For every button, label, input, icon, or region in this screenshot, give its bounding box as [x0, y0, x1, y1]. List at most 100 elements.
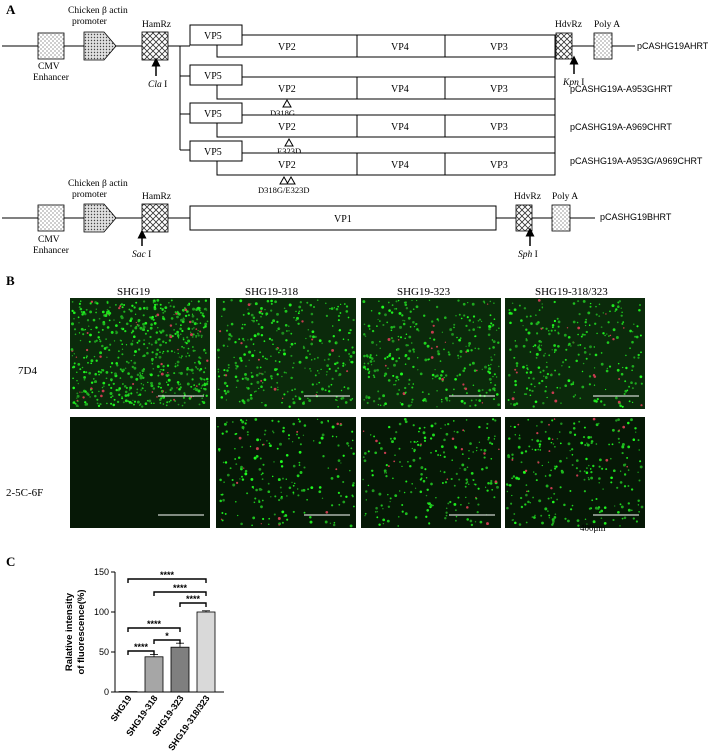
- cell-dot: [407, 460, 409, 463]
- cell-dot: [376, 325, 378, 327]
- cell-dot: [243, 353, 246, 356]
- cell-dot: [234, 341, 237, 344]
- cell-dot: [362, 456, 365, 459]
- cell-dot: [286, 495, 288, 497]
- cell-dot: [128, 389, 131, 391]
- cell-dot: [261, 312, 264, 315]
- cell-dot: [96, 398, 99, 401]
- cell-dot: [624, 389, 628, 393]
- cell-dot: [117, 356, 120, 359]
- cell-dot: [415, 305, 419, 309]
- cell-dot: [474, 347, 476, 349]
- cell-dot: [252, 343, 255, 345]
- cell-dot: [342, 454, 345, 457]
- cell-dot: [100, 394, 103, 398]
- cell-dot: [339, 312, 342, 314]
- cell-dot: [187, 327, 191, 331]
- cell-dot: [248, 359, 250, 361]
- micrograph-background: [216, 417, 356, 528]
- cell-dot: [206, 380, 209, 383]
- cell-dot: [174, 392, 176, 394]
- cell-dot: [139, 376, 143, 380]
- cell-dot: [434, 375, 437, 378]
- cell-dot: [79, 307, 83, 311]
- cell-dot: [204, 352, 207, 354]
- cell-dot: [81, 313, 84, 316]
- cell-dot: [124, 367, 127, 370]
- cell-dot: [343, 386, 346, 388]
- cell-dot: [237, 456, 241, 460]
- cell-dot: [435, 305, 439, 309]
- cell-dot: [112, 403, 116, 407]
- cell-dot: [619, 525, 621, 527]
- cell-dot: [407, 404, 411, 408]
- cell-dot: [554, 329, 556, 332]
- cell-dot: [525, 493, 528, 497]
- cell-dot: [520, 461, 523, 464]
- cell-dot: [350, 360, 354, 364]
- cell-dot: [318, 372, 320, 374]
- cell-dot: [528, 389, 531, 392]
- cell-dot: [431, 320, 434, 323]
- cell-dot: [598, 422, 600, 425]
- cell-dot: [146, 347, 149, 349]
- cell-dot: [524, 450, 528, 453]
- cell-dot: [396, 392, 400, 396]
- cell-dot: [550, 441, 553, 444]
- cell-dot: [191, 327, 194, 330]
- cell-dot: [415, 441, 417, 443]
- cell-dot: [441, 481, 444, 485]
- cell-dot: [245, 365, 247, 367]
- cell-dot: [150, 357, 154, 361]
- cell-dot: [447, 351, 450, 354]
- cell-dot: [473, 369, 477, 372]
- cell-dot: [157, 327, 159, 329]
- cell-dot: [584, 518, 587, 520]
- cell-dot: [486, 422, 489, 425]
- cell-dot: [118, 393, 121, 396]
- cell-dot: [623, 473, 627, 476]
- cell-dot: [108, 319, 111, 322]
- cell-dot: [640, 404, 643, 407]
- cell-dot: [105, 377, 108, 380]
- cell-dot: [584, 324, 587, 327]
- cell-dot: [390, 329, 393, 332]
- cell-dot: [302, 346, 306, 350]
- cell-dot: [588, 507, 592, 510]
- cell-dot: [76, 397, 78, 399]
- cell-dot: [554, 369, 557, 372]
- cell-dot: [584, 347, 586, 349]
- cell-dot: [121, 396, 123, 398]
- cell-dot: [125, 344, 128, 346]
- cell-dot: [118, 350, 120, 353]
- cell-dot: [373, 435, 376, 438]
- cell-dot: [545, 375, 548, 379]
- cell-dot: [252, 316, 256, 319]
- cell-dot: [338, 503, 341, 506]
- cell-dot: [320, 368, 322, 371]
- cell-dot: [593, 346, 596, 348]
- cell-dot: [181, 308, 185, 312]
- cell-dot: [186, 310, 189, 313]
- significance-label: ****: [160, 570, 175, 580]
- cell-dot: [194, 362, 196, 364]
- cell-dot: [327, 467, 330, 469]
- cell-dot: [267, 490, 271, 494]
- cell-dot: [263, 340, 266, 343]
- cell-dot: [508, 373, 511, 377]
- cell-dot: [161, 329, 165, 333]
- cell-dot: [410, 441, 412, 443]
- cell-dot: [419, 490, 423, 494]
- cell-dot: [197, 389, 201, 393]
- cell-dot: [365, 396, 368, 399]
- cell-dot: [182, 338, 185, 341]
- cell-dot: [217, 426, 219, 428]
- micrograph-grid: [70, 298, 645, 528]
- cell-dot: [201, 397, 204, 400]
- cell-dot: [306, 301, 309, 304]
- cell-dot: [439, 454, 442, 457]
- cell-dot: [74, 333, 77, 336]
- cell-dot: [462, 369, 466, 373]
- x-tick-label: SHG19: [109, 693, 134, 723]
- cell-dot: [489, 482, 493, 485]
